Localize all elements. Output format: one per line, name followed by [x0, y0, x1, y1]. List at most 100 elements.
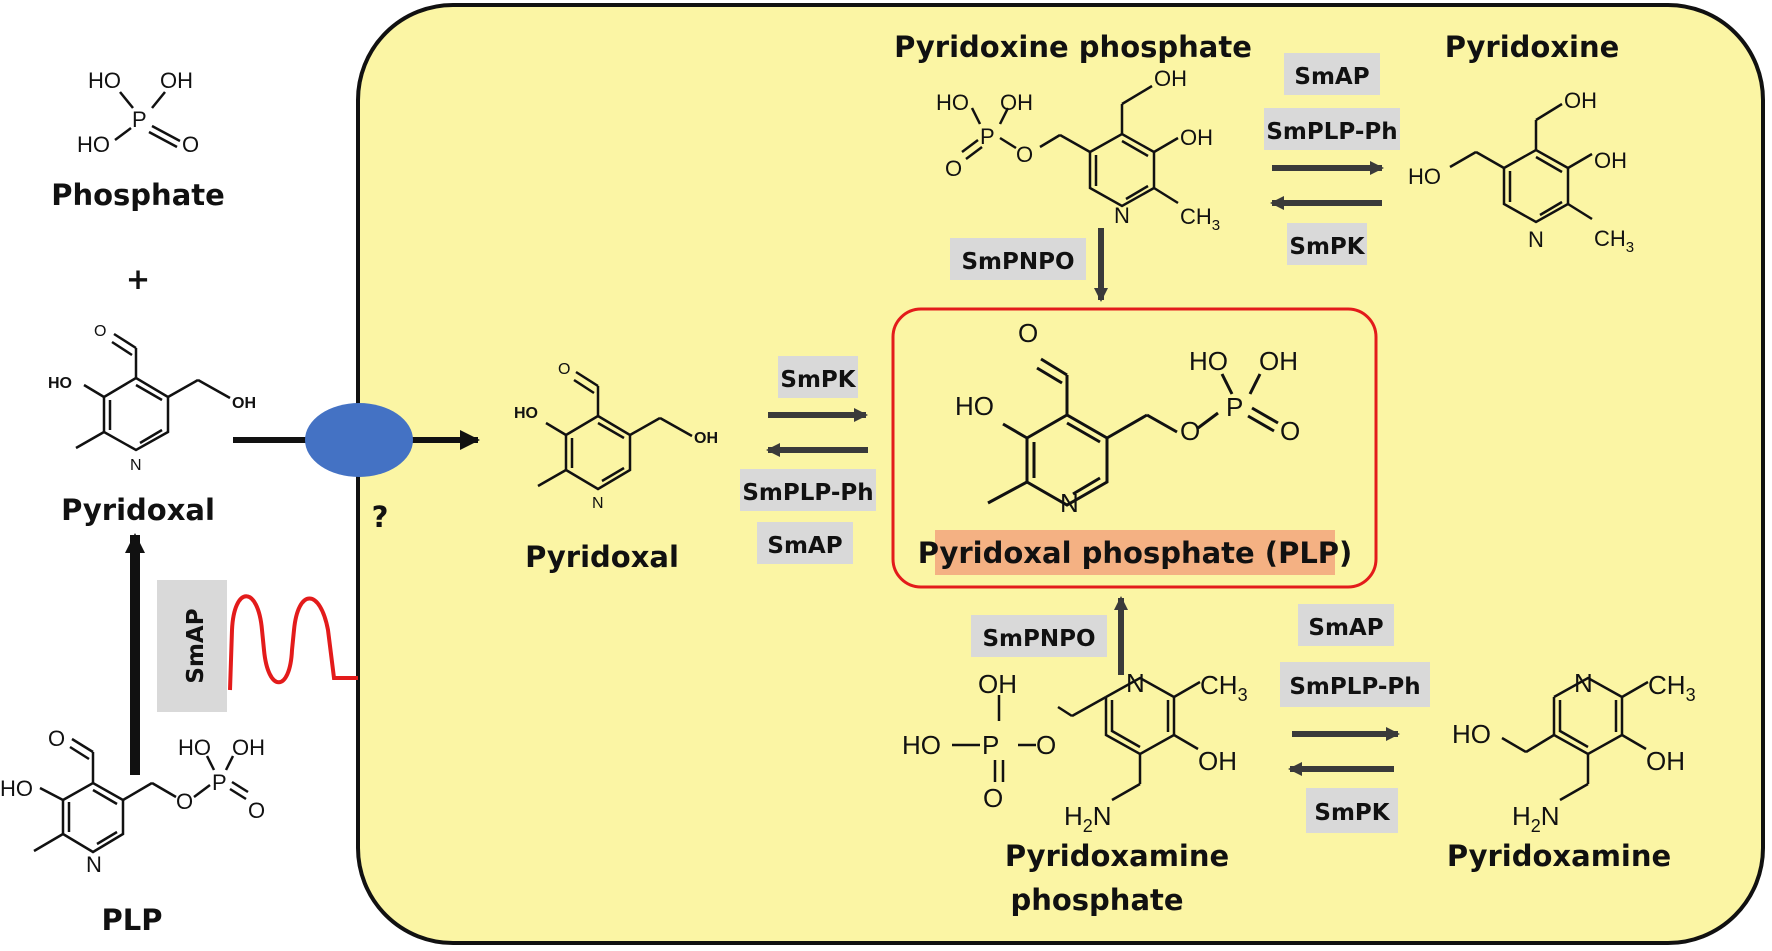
svg-text:P: P — [980, 124, 995, 149]
pyridoxine-phosphate-structure: OH OH CH3 N O P HO OH O — [936, 66, 1220, 234]
transporter — [305, 403, 413, 477]
phosphate-label: Phosphate — [51, 178, 225, 212]
smplpph-pyridoxine-badge — [1264, 108, 1400, 150]
pyridoxal-inside-label: Pyridoxal — [525, 540, 679, 574]
smpnpo-top-badge — [950, 238, 1086, 280]
svg-text:P: P — [982, 730, 999, 760]
svg-text:CH3: CH3 — [1594, 226, 1634, 256]
svg-text:OH: OH — [1564, 88, 1597, 113]
svg-text:HO: HO — [955, 391, 994, 421]
smpnpo-top-label: SmPNPO — [961, 249, 1074, 275]
smplpph-pyridoxine-label: SmPLP-Ph — [1266, 119, 1397, 145]
svg-text:N: N — [1574, 668, 1593, 698]
unknown-transporter-mark: ? — [372, 500, 389, 534]
plp-outside-label: PLP — [102, 903, 163, 937]
smpk-pyridoxal-label: SmPK — [780, 367, 856, 393]
svg-text:N: N — [1126, 668, 1145, 698]
plus-sign: + — [126, 262, 150, 296]
svg-text:OH: OH — [232, 395, 256, 412]
pyridoxal-outside-label: Pyridoxal — [61, 493, 215, 527]
svg-text:OH: OH — [1646, 746, 1685, 776]
svg-text:OH: OH — [1000, 90, 1033, 115]
svg-text:O: O — [1018, 318, 1038, 348]
svg-text:N: N — [1114, 203, 1130, 228]
svg-text:P: P — [132, 107, 147, 132]
svg-text:OH: OH — [232, 735, 265, 760]
svg-text:O: O — [94, 323, 106, 340]
svg-text:CH3: CH3 — [1180, 204, 1220, 234]
svg-text:CH3: CH3 — [1648, 670, 1696, 705]
svg-text:HO: HO — [1452, 719, 1491, 749]
smpk-pyridoxine-label: SmPK — [1289, 234, 1365, 260]
pyridoxal-inside-structure: O HO OH N — [514, 361, 718, 512]
svg-text:HO: HO — [0, 776, 33, 801]
svg-text:OH: OH — [1594, 148, 1627, 173]
svg-text:N: N — [592, 495, 604, 512]
smap-membrane-label: SmAP — [183, 608, 209, 683]
smap-pyridoxamine-badge — [1298, 604, 1394, 646]
pyridoxine-structure: OH OH CH3 N HO — [1408, 88, 1634, 256]
plp-outside-structure: O HO N O P HO OH O — [0, 726, 265, 877]
smplpph-pyridoxamine-label: SmPLP-Ph — [1289, 674, 1420, 700]
svg-text:O: O — [248, 798, 265, 823]
plp-center-structure: O HO N O P HO OH O — [955, 318, 1300, 518]
svg-text:OH: OH — [1259, 346, 1298, 376]
svg-text:P: P — [1226, 392, 1243, 422]
pyridoxine-phosphate-label: Pyridoxine phosphate — [894, 30, 1252, 64]
svg-text:HO: HO — [1408, 164, 1441, 189]
pyridoxine-label: Pyridoxine — [1445, 30, 1620, 64]
pyridoxal-outside-structure: O HO OH N — [48, 323, 256, 474]
svg-text:O: O — [1280, 416, 1300, 446]
svg-text:O: O — [983, 783, 1003, 813]
smplpph-pyridoxal-label: SmPLP-Ph — [742, 480, 873, 506]
smpnpo-bottom-badge — [971, 615, 1107, 657]
smpk-pyridoxamine-label: SmPK — [1314, 800, 1390, 826]
smpk-pyridoxine-badge — [1287, 223, 1367, 265]
membrane-anchored-enzyme — [228, 594, 358, 691]
smplpph-pyridoxal-badge — [740, 469, 876, 511]
svg-text:O: O — [558, 361, 570, 378]
svg-text:HO: HO — [48, 375, 72, 392]
svg-text:HO: HO — [1189, 346, 1228, 376]
smap-pyridoxine-label: SmAP — [1294, 64, 1369, 90]
svg-text:HO: HO — [178, 735, 211, 760]
pyridoxamine-structure: N CH3 OH H2N HO — [1452, 668, 1696, 836]
smpk-pyridoxal-badge — [778, 356, 858, 398]
svg-text:H2N: H2N — [1512, 801, 1560, 836]
plp-center-label: Pyridoxal phosphate (PLP) — [918, 536, 1353, 570]
pyridoxamine-phosphate-structure: N CH3 OH H2N O P OH HO O — [902, 668, 1248, 836]
svg-text:OH: OH — [1180, 125, 1213, 150]
smap-pyridoxal-badge — [757, 522, 853, 564]
svg-text:HO: HO — [936, 90, 969, 115]
svg-text:O: O — [1036, 730, 1056, 760]
svg-text:N: N — [130, 457, 142, 474]
smpnpo-bottom-label: SmPNPO — [982, 626, 1095, 652]
svg-text:HO: HO — [88, 68, 121, 93]
svg-text:N: N — [1528, 227, 1544, 252]
plp-center-label-bg — [935, 530, 1335, 575]
svg-text:O: O — [945, 156, 962, 181]
svg-text:OH: OH — [1198, 746, 1237, 776]
svg-text:P: P — [212, 770, 227, 795]
smpk-pyridoxamine-badge — [1306, 788, 1398, 833]
svg-text:OH: OH — [978, 669, 1017, 699]
svg-text:H2N: H2N — [1064, 801, 1112, 836]
svg-text:HO: HO — [77, 132, 110, 157]
svg-text:HO: HO — [514, 405, 538, 422]
svg-text:O: O — [48, 726, 65, 751]
svg-text:O: O — [1180, 416, 1200, 446]
pyridoxamine-phosphate-label-line2: phosphate — [1010, 883, 1183, 917]
plp-highlight-box — [891, 307, 1378, 589]
smap-pyridoxal-label: SmAP — [767, 533, 842, 559]
smap-membrane-badge — [157, 580, 227, 712]
svg-text:OH: OH — [160, 68, 193, 93]
svg-text:OH: OH — [694, 430, 718, 447]
smap-pyridoxamine-label: SmAP — [1308, 615, 1383, 641]
svg-text:N: N — [1060, 488, 1079, 518]
svg-text:CH3: CH3 — [1200, 670, 1248, 705]
smap-pyridoxine-badge — [1284, 53, 1380, 95]
pyridoxamine-label: Pyridoxamine — [1447, 839, 1671, 873]
smplpph-pyridoxamine-badge — [1280, 662, 1430, 707]
svg-text:N: N — [86, 852, 102, 877]
